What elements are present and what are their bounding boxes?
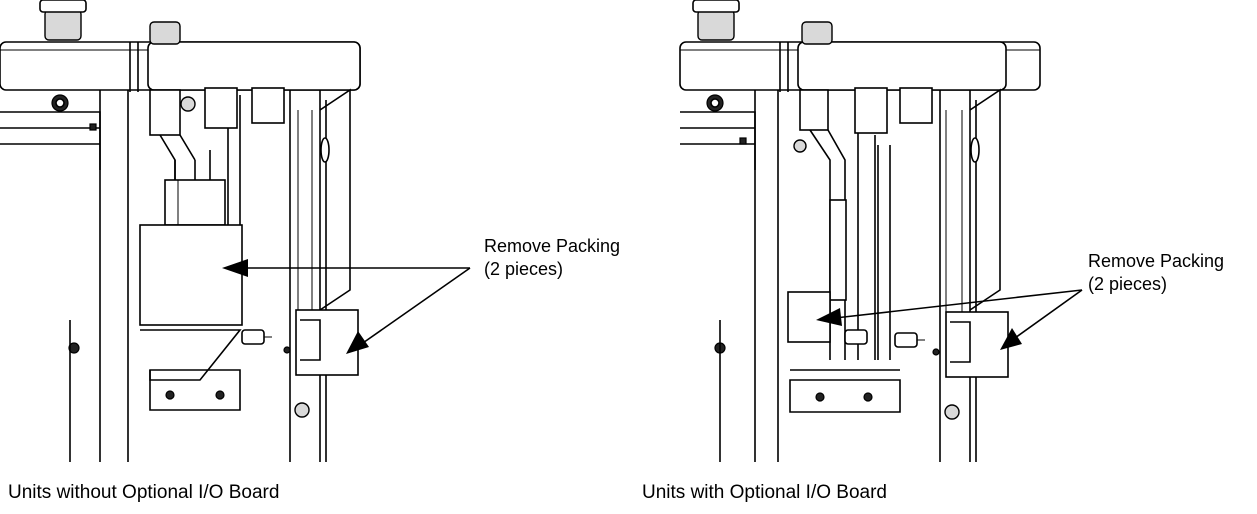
packing-block <box>139 224 243 326</box>
fitting-nut <box>697 9 735 41</box>
callout-remove-packing: Remove Packing (2 pieces) <box>1088 250 1224 296</box>
caption-with-io-board: Units with Optional I/O Board <box>642 482 887 503</box>
callout-line-1: Remove Packing <box>484 236 621 256</box>
arrow-to-packing-2 <box>359 267 471 346</box>
callout-line-2: (2 pieces) <box>1088 274 1168 294</box>
clip-block <box>295 309 359 376</box>
arrow-to-packing-1 <box>834 289 1083 319</box>
callout-line-2: (2 pieces) <box>484 259 564 279</box>
arrow-to-packing-2 <box>1014 289 1083 339</box>
caption-without-io-board: Units without Optional I/O Board <box>8 482 280 503</box>
fitting-nut <box>44 9 82 41</box>
assembly-drawing-right <box>679 0 1083 462</box>
figure-with-io-board: Remove Packing (2 pieces) Units with Opt… <box>640 0 1257 514</box>
callout-line-1: Remove Packing <box>1088 251 1225 271</box>
assembly-drawing-left <box>0 0 471 462</box>
arrowhead-1 <box>222 259 248 277</box>
arrowhead-2 <box>346 331 369 354</box>
arrowhead-2 <box>1000 328 1022 350</box>
figure-without-io-board: Remove Packing (2 pieces) Units without … <box>0 0 620 503</box>
arrowhead-1 <box>816 308 842 326</box>
callout-remove-packing: Remove Packing (2 pieces) <box>484 235 620 281</box>
clip-block <box>945 311 1009 378</box>
